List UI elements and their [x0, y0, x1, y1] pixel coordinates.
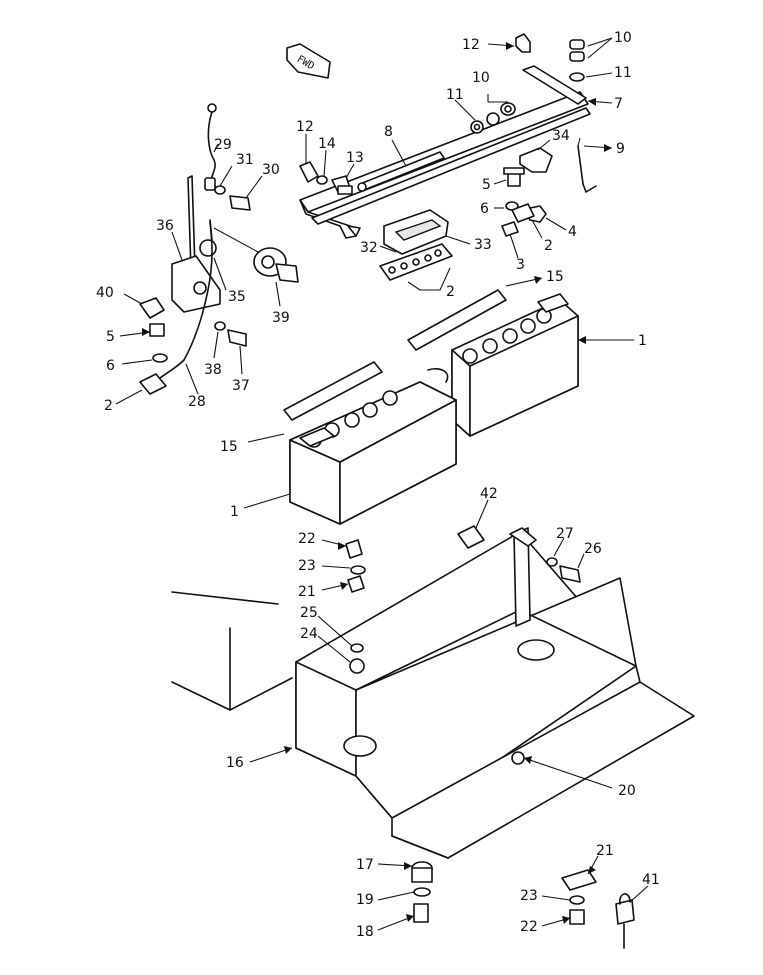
callout-38: 38: [204, 362, 222, 378]
callout-27: 27: [556, 526, 574, 542]
callout-8: 8: [384, 124, 393, 140]
callout-24: 24: [300, 626, 318, 642]
callout-36: 36: [156, 218, 174, 234]
hold-down-frame: [299, 65, 597, 239]
callout-32: 32: [360, 240, 378, 256]
callout-25: 25: [300, 605, 318, 621]
callout-labels: 12 10 11 7 10 11 12 14 13 8 34 9 5 6 4 2…: [96, 30, 660, 940]
callout-21: 21: [298, 584, 316, 600]
callout-12: 12: [296, 119, 314, 135]
battery-box: [171, 525, 695, 949]
callout-35: 35: [228, 289, 246, 305]
callout-17: 17: [356, 857, 374, 873]
clip-bolt-set: [299, 161, 353, 195]
battery-rear: [407, 289, 579, 437]
callout-18: 18: [356, 924, 374, 940]
terminal-clamp-hardware: [501, 147, 553, 237]
callout-34: 34: [552, 128, 570, 144]
callout-1: 1: [230, 504, 239, 520]
callout-16: 16: [226, 755, 244, 771]
battery-front: [283, 361, 457, 525]
callout-30: 30: [262, 162, 280, 178]
callout-26: 26: [584, 541, 602, 557]
callout-10: 10: [614, 30, 632, 46]
callout-40: 40: [96, 285, 114, 301]
callout-29: 29: [214, 137, 232, 153]
callout-42: 42: [480, 486, 498, 502]
callout-3: 3: [516, 257, 525, 273]
callout-9: 9: [616, 141, 625, 157]
callout-33: 33: [474, 237, 492, 253]
callout-41: 41: [642, 872, 660, 888]
callout-23: 23: [520, 888, 538, 904]
battery-cable-harness: [139, 103, 299, 395]
hardware-top-right: [470, 33, 585, 134]
callout-10: 10: [472, 70, 490, 86]
callout-22: 22: [520, 919, 538, 935]
callout-15: 15: [546, 269, 564, 285]
callout-20: 20: [618, 783, 636, 799]
callout-2: 2: [104, 398, 113, 414]
callout-28: 28: [188, 394, 206, 410]
callout-6: 6: [480, 201, 489, 217]
callout-14: 14: [318, 136, 336, 152]
callout-22: 22: [298, 531, 316, 547]
callout-37: 37: [232, 378, 250, 394]
callout-12: 12: [462, 37, 480, 53]
callout-39: 39: [272, 310, 290, 326]
callout-5: 5: [482, 177, 491, 193]
fwd-arrow-icon: FWD: [286, 43, 331, 79]
callout-13: 13: [346, 150, 364, 166]
terminal-cover: [379, 209, 453, 281]
callout-23: 23: [298, 558, 316, 574]
callout-31: 31: [236, 152, 254, 168]
callout-19: 19: [356, 892, 374, 908]
callout-7: 7: [614, 96, 623, 112]
callout-2: 2: [544, 238, 553, 254]
callout-1: 1: [638, 333, 647, 349]
callout-5: 5: [106, 329, 115, 345]
callout-11: 11: [614, 65, 632, 81]
callout-6: 6: [106, 358, 115, 374]
callout-11: 11: [446, 87, 464, 103]
callout-15: 15: [220, 439, 238, 455]
callout-21: 21: [596, 843, 614, 859]
callout-2: 2: [446, 284, 455, 300]
leader-arrowheads: [142, 42, 612, 924]
callout-4: 4: [568, 224, 577, 240]
